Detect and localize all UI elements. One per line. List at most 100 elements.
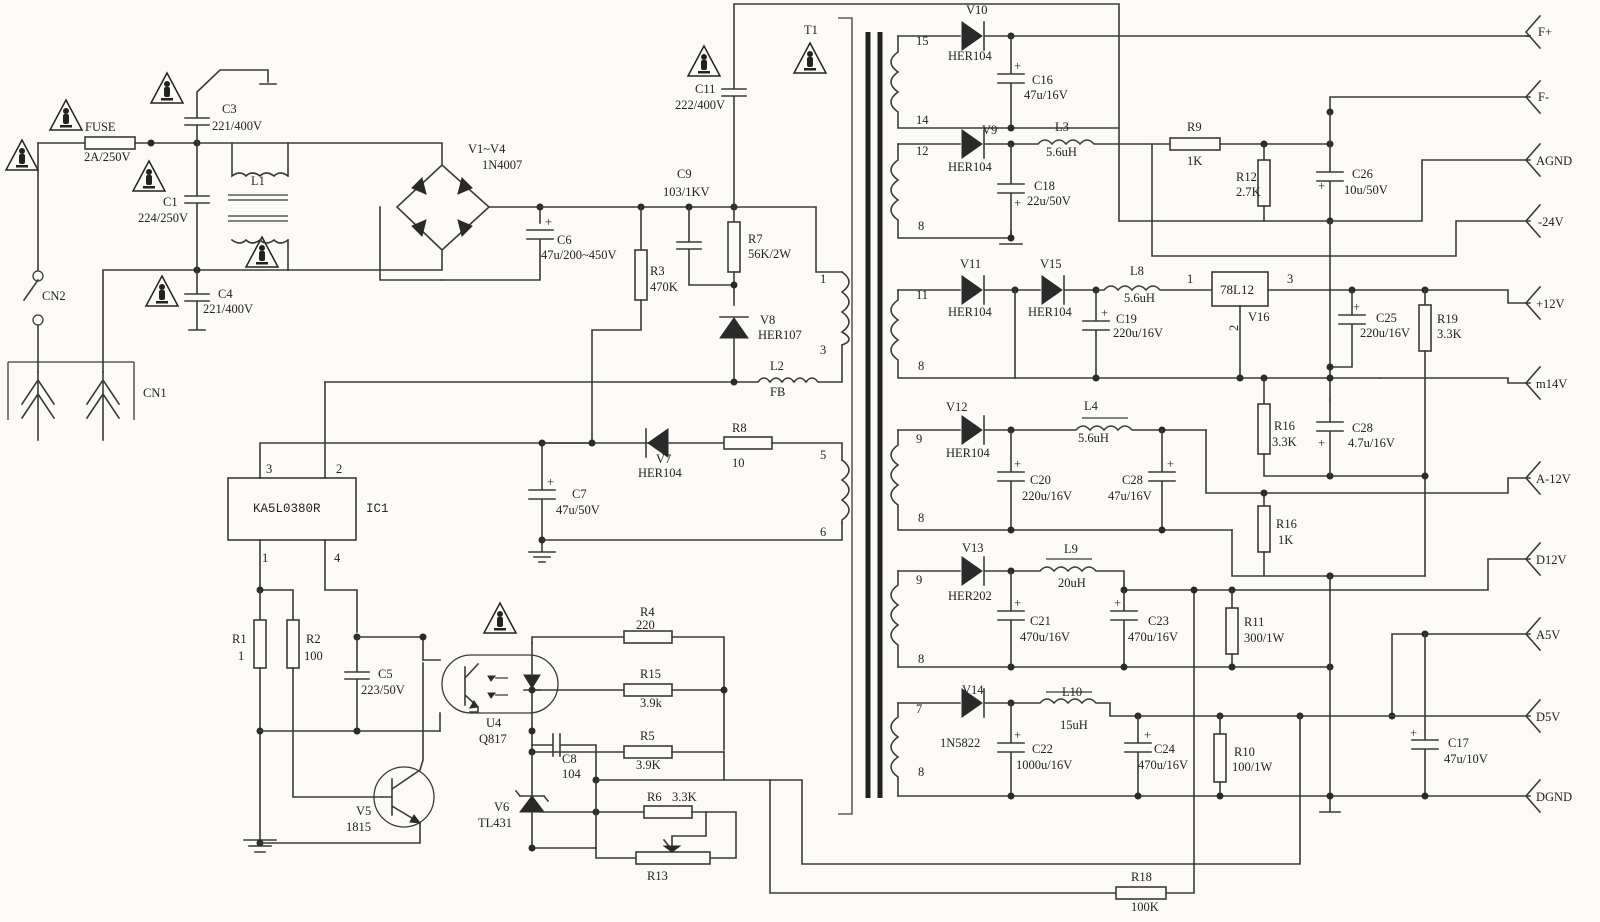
optocoupler-u4 [441,654,559,714]
svg-text:+: + [1014,728,1021,742]
r18-label: R18 [1131,870,1152,884]
c5-label: C5 [378,667,393,681]
r7-label: R7 [748,232,763,246]
t1-pin-8b: 8 [918,359,924,373]
t1-pin-1: 1 [820,272,826,286]
c24-value: 470u/16V [1138,758,1188,772]
regulator-label: 78L12 [1220,282,1254,297]
output-d5v: D5V [1536,710,1560,724]
t1-pin-5: 5 [820,448,826,462]
c9-label: C9 [677,167,692,181]
v13-value: HER202 [948,589,992,603]
v16-label: V16 [1248,310,1270,324]
v8-label: V8 [760,313,775,327]
c19-label: C19 [1116,312,1137,326]
regulator-pin-3: 3 [1287,272,1293,286]
svg-text:+: + [1014,596,1021,610]
fuse [84,136,136,150]
c22-label: C22 [1032,742,1053,756]
c16-label: C16 [1032,73,1053,87]
ic-pin-4: 4 [334,551,341,565]
v9-value: HER104 [948,160,993,174]
r12-label: R12 [1236,170,1257,184]
c28b-label: C28 [1122,473,1143,487]
t1-pin-8c: 8 [918,511,924,525]
ic-part-label: KA5L0380R [253,502,321,516]
t1-pin-6: 6 [820,525,826,539]
v12-value: HER104 [946,446,991,460]
warning-icon [5,139,39,171]
c11-value: 222/400V [675,98,725,112]
c21-label: C21 [1030,614,1051,628]
svg-text:+: + [1144,728,1151,742]
svg-text:+: + [1167,457,1174,471]
v5-value: 1815 [346,820,371,834]
r8-label: R8 [732,421,747,435]
output-a-minus-12v: A-12V [1536,472,1571,486]
c23-label: C23 [1148,614,1169,628]
c25-value: 220u/16V [1360,326,1410,340]
v10-value: HER104 [948,49,993,63]
c11-label: C11 [695,82,715,96]
v15-value: HER104 [1028,305,1073,319]
c20-value: 220u/16V [1022,489,1072,503]
fuse-label: FUSE [85,120,116,134]
r1-label: R1 [232,632,247,646]
svg-text:+: + [1014,59,1021,73]
c18-value: 22u/50V [1027,194,1071,208]
c5-value: 223/50V [361,683,405,697]
svg-text:+: + [1114,596,1121,610]
l2-value: FB [770,385,785,399]
l10-label: L10 [1062,685,1082,699]
c4-label: C4 [218,287,233,301]
ic-pin-3: 3 [266,462,272,476]
output-minus-24v: -24V [1538,215,1564,229]
c7-label: C7 [572,487,587,501]
c3-label: C3 [222,102,237,116]
l8-label: L8 [1130,264,1144,278]
svg-text:+: + [1318,436,1325,450]
t1-pin-8e: 8 [918,765,924,779]
c17-value: 47u/10V [1444,752,1488,766]
l9-label: L9 [1064,542,1078,556]
cn2-label: CN2 [42,289,66,303]
output-connectors: F+ F- AGND -24V +12V m14V A-12V D12V A5V… [1525,15,1572,813]
c1-label: C1 [163,195,178,209]
t1-pin-8a: 8 [918,219,924,233]
r4-label: R4 [640,605,655,619]
r3-label: R3 [650,264,665,278]
r19-label: R19 [1437,312,1458,326]
svg-text:+: + [1101,306,1108,320]
l10-value: 15uH [1060,718,1088,732]
c9-value: 103/1KV [663,185,710,199]
c23-value: 470u/16V [1128,630,1178,644]
r10-value: 100/1W [1232,760,1272,774]
regulator-78l12 [1211,271,1269,307]
output-dgnd: DGND [1536,790,1572,804]
r6-label: R6 [647,790,662,804]
l9-value: 20uH [1058,576,1086,590]
l8-value: 5.6uH [1124,291,1155,305]
c20-label: C20 [1030,473,1051,487]
r9-value: 1K [1187,154,1202,168]
v7-label: V7 [656,452,671,466]
r16a-value: 3.3K [1272,435,1297,449]
svg-text:+: + [547,475,554,489]
output-m14v: m14V [1536,377,1567,391]
r3-value: 470K [650,280,678,294]
svg-text:+: + [1318,179,1325,193]
svg-text:+: + [1410,726,1417,740]
c22-value: 1000u/16V [1016,758,1072,772]
r1-value: 1 [238,649,244,663]
c18-label: C18 [1034,179,1055,193]
r19-value: 3.3K [1437,327,1462,341]
input-section: FUSE 2A/250V CN2 CN1 C3 221/400V C1 224/… [5,3,1120,634]
r8-value: 10 [732,456,745,470]
t1-pin-11: 11 [916,288,928,302]
transistor-v5 [373,766,435,828]
t1-label: T1 [804,23,818,37]
c21-value: 470u/16V [1020,630,1070,644]
v13-label: V13 [962,541,984,555]
output-f-plus: F+ [1538,25,1552,39]
svg-text:+: + [1353,300,1360,314]
